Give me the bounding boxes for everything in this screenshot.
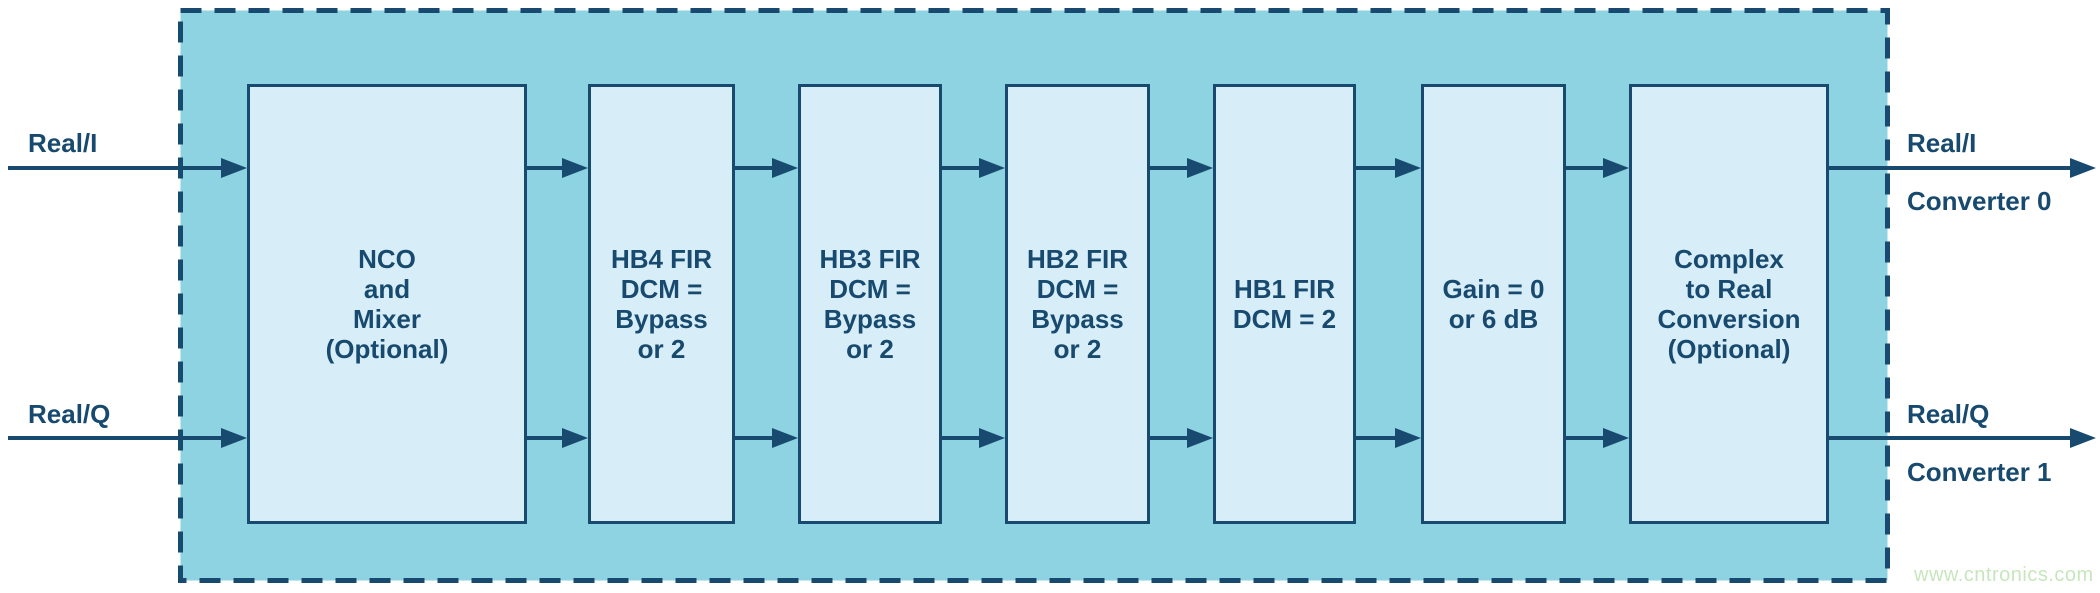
arrow-shaft [1827,436,2074,440]
arrow-shaft [1148,166,1191,170]
arrowhead-icon [2070,428,2096,448]
block-label-line: Bypass [615,304,708,334]
block-label-line: (Optional) [1667,334,1791,364]
arrow-hb1-to-gain-q [1354,428,1421,448]
block-gain: Gain = 0 or 6 dB [1421,84,1566,524]
arrow-hb4-to-hb3-i [733,158,798,178]
block-label-line: HB1 FIR [1233,274,1336,304]
block-label-line: (Optional) [325,334,449,364]
arrow-shaft [1564,166,1607,170]
block-label-line: DCM = [829,274,911,304]
output-arrow-i [1827,158,2096,178]
arrow-shaft [1354,436,1399,440]
arrow-gain-to-complex-i [1564,158,1629,178]
block-label-line: Conversion [1657,304,1801,334]
arrow-shaft [526,166,566,170]
block-label-line: Bypass [1031,304,1124,334]
arrow-shaft [733,166,776,170]
output-sublabel-converter-1: Converter 1 [1907,457,2052,487]
block-nco-mixer: NCO and Mixer (Optional) [247,84,527,524]
arrow-shaft [8,166,225,170]
block-label-line: and [363,274,411,304]
arrow-shaft [526,436,566,440]
arrow-shaft [940,436,983,440]
arrowhead-icon [1395,158,1421,178]
arrowhead-icon [772,428,798,448]
arrowhead-icon [1395,428,1421,448]
block-label-line: Bypass [823,304,917,334]
arrowhead-icon [221,428,247,448]
block-label-line: to Real [1685,274,1773,304]
arrow-shaft [733,436,776,440]
block-label-line: Complex [1674,244,1784,274]
block-label-line: or 2 [1053,334,1102,364]
arrowhead-icon [221,158,247,178]
arrow-shaft [8,436,225,440]
input-label-real-i: Real/I [28,128,98,158]
block-complex-to-real: Complex to Real Conversion (Optional) [1629,84,1829,524]
block-label-line: DCM = [620,274,703,304]
arrow-nco-to-hb4-q [526,428,588,448]
arrow-shaft [1148,436,1191,440]
output-label-real-i: Real/I [1907,128,1977,158]
arrowhead-icon [1603,428,1629,448]
block-label-line: or 2 [637,334,686,364]
arrow-hb2-to-hb1-q [1148,428,1213,448]
arrow-gain-to-complex-q [1564,428,1629,448]
arrow-shaft [1354,166,1399,170]
input-label-real-q: Real/Q [28,399,111,429]
block-label-line: or 2 [846,334,894,364]
output-sublabel-converter-0: Converter 0 [1907,186,2052,216]
arrow-nco-to-hb4-i [526,158,588,178]
arrowhead-icon [1603,158,1629,178]
block-label-line: or 6 dB [1448,304,1539,334]
arrow-hb4-to-hb3-q [733,428,798,448]
block-hb4-fir: HB4 FIR DCM = Bypass or 2 [588,84,735,524]
arrowhead-icon [1187,158,1213,178]
block-hb1-fir: HB1 FIR DCM = 2 [1213,84,1356,524]
arrow-shaft [940,166,983,170]
arrowhead-icon [979,428,1005,448]
arrow-shaft [1827,166,2074,170]
block-label-line: HB3 FIR [819,244,921,274]
arrowhead-icon [562,158,588,178]
arrow-hb2-to-hb1-i [1148,158,1213,178]
block-hb2-fir: HB2 FIR DCM = Bypass or 2 [1005,84,1150,524]
block-label-line: Mixer [353,304,421,334]
block-label-line: DCM = [1036,274,1119,304]
block-label-line: Gain = 0 [1442,274,1545,304]
arrowhead-icon [2070,158,2096,178]
arrowhead-icon [979,158,1005,178]
block-label-line: HB4 FIR [610,244,713,274]
arrow-hb3-to-hb2-q [940,428,1005,448]
arrowhead-icon [562,428,588,448]
watermark: www.cntronics.com [1914,564,2094,586]
block-hb3-fir: HB3 FIR DCM = Bypass or 2 [798,84,942,524]
arrowhead-icon [772,158,798,178]
output-arrow-q [1827,428,2096,448]
input-arrow-q [8,428,247,448]
input-arrow-i [8,158,247,178]
output-label-real-q: Real/Q [1907,399,1990,429]
block-label-line: HB2 FIR [1026,244,1129,274]
arrow-hb3-to-hb2-i [940,158,1005,178]
block-label-line: DCM = 2 [1232,304,1337,334]
arrow-shaft [1564,436,1607,440]
arrowhead-icon [1187,428,1213,448]
arrow-hb1-to-gain-i [1354,158,1421,178]
block-label-line: NCO [358,244,416,274]
